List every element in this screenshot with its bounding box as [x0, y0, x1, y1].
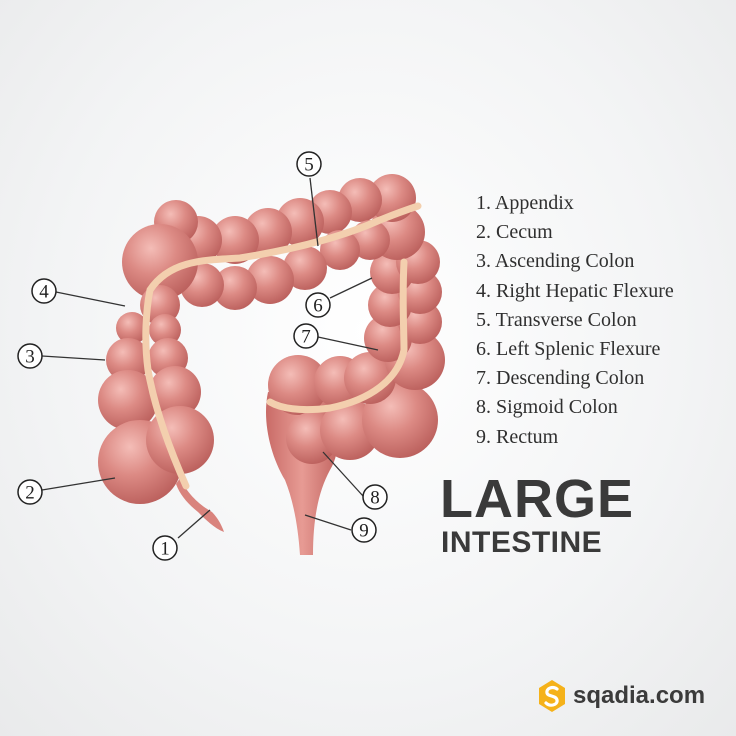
legend-item-left-splenic-flexure: 6. Left Splenic Flexure	[476, 337, 661, 360]
legend-item-descending-colon: 7. Descending Colon	[476, 367, 645, 390]
marker-8-label: 8	[370, 488, 380, 509]
legend-item-right-hepatic-flexure: 4. Right Hepatic Flexure	[476, 279, 674, 302]
leader-lines	[41, 177, 379, 539]
marker-6-label: 6	[313, 296, 323, 317]
marker-5-label: 5	[304, 155, 314, 176]
marker-6: 6	[305, 292, 331, 318]
legend-list: 1. Appendix 2. Cecum 3. Ascending Colon …	[476, 189, 674, 452]
sigmoid-colon	[268, 352, 438, 464]
marker-2-label: 2	[25, 483, 35, 504]
legend-item-appendix: 1. Appendix	[476, 192, 574, 214]
marker-9: 9	[351, 517, 377, 543]
legend-item-ascending-colon: 3. Ascending Colon	[476, 250, 635, 273]
marker-1: 1	[152, 535, 178, 561]
ascending-colon	[98, 224, 201, 430]
marker-5: 5	[296, 151, 322, 177]
brand-name: sqadia.com	[573, 682, 706, 709]
marker-4-label: 4	[39, 282, 49, 303]
marker-9-label: 9	[359, 521, 369, 542]
marker-3-label: 3	[25, 347, 35, 368]
marker-4: 4	[31, 278, 57, 304]
legend-item-sigmoid-colon: 8. Sigmoid Colon	[476, 396, 618, 419]
brand-logo: sqadia.com	[537, 678, 705, 714]
legend-item-cecum: 2. Cecum	[476, 221, 553, 244]
appendix	[176, 478, 224, 532]
sqadia-logo-icon	[539, 680, 565, 712]
marker-7: 7	[293, 323, 319, 349]
taenia-band	[142, 202, 422, 490]
marker-1-label: 1	[160, 539, 170, 560]
marker-2: 2	[17, 479, 43, 505]
page-subtitle: INTESTINE	[441, 526, 603, 559]
legend-item-transverse-colon: 5. Transverse Colon	[476, 308, 637, 331]
legend-item-rectum: 9. Rectum	[476, 425, 559, 448]
marker-7-label: 7	[301, 327, 311, 348]
marker-3: 3	[17, 343, 43, 369]
marker-8: 8	[362, 484, 388, 510]
page-title: LARGE	[440, 469, 634, 529]
